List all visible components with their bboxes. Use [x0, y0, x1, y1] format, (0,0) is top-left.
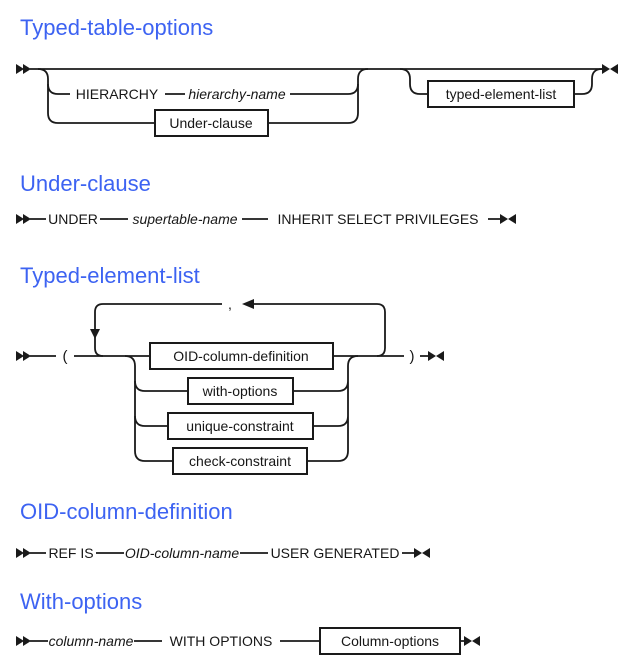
fragment-label-unique-constraint: unique-constraint	[186, 418, 294, 434]
branch-row-curve	[47, 83, 59, 95]
keyword-hierarchy: HIERARCHY	[76, 86, 159, 102]
diagram-start-icon	[16, 548, 24, 558]
heading-typed-element-list: Typed-element-list	[20, 263, 200, 288]
fragment-label-typed-element-list: typed-element-list	[446, 86, 557, 102]
railroad-diagram-typed-table-options: HIERARCHY hierarchy-name Under-clause ty…	[16, 64, 618, 137]
diagram-start-icon	[23, 548, 31, 558]
fragment-label-column-options: Column-options	[341, 633, 439, 649]
diagram-end-icon	[610, 64, 618, 74]
branch-down-line	[399, 68, 428, 95]
keyword-user-generated: USER GENERATED	[271, 545, 400, 561]
fragment-box-under-clause	[154, 109, 269, 137]
diagram-start-icon	[23, 214, 31, 224]
loop-right-line	[254, 303, 386, 357]
variable-supertable-name: supertable-name	[132, 211, 237, 227]
fragment-label-oid-column-definition: OID-column-definition	[173, 348, 308, 364]
diagram-start-icon	[16, 351, 24, 361]
keyword-inherit-select-privileges: INHERIT SELECT PRIVILEGES	[278, 211, 479, 227]
open-paren: (	[63, 348, 68, 365]
close-paren: )	[410, 348, 415, 365]
railroad-diagram-under-clause: UNDER supertable-name INHERIT SELECT PRI…	[16, 211, 516, 227]
fragment-label-with-options: with-options	[202, 383, 278, 399]
fragment-box-with-options	[187, 377, 294, 405]
loop-repeat-arrow-icon	[242, 299, 254, 309]
merge-row-curve	[347, 83, 359, 95]
heading-typed-table-options: Typed-table-options	[20, 15, 214, 40]
branch-down-line	[37, 68, 59, 124]
merge-up-line	[574, 68, 603, 95]
fragment-box-column-options	[319, 627, 461, 655]
diagram-end-icon	[436, 351, 444, 361]
keyword-with-options: WITH OPTIONS	[170, 633, 273, 649]
diagram-end-icon	[500, 214, 508, 224]
variable-hierarchy-name: hierarchy-name	[188, 86, 285, 102]
fragment-label-check-constraint: check-constraint	[189, 453, 291, 469]
diagram-end-icon	[428, 351, 436, 361]
keyword-ref-is: REF IS	[48, 545, 93, 561]
railroad-diagram-typed-element-list: ( , OID-column-definition with-options u…	[16, 296, 444, 475]
branch-down-line	[124, 355, 136, 451]
branch-row-curves	[134, 380, 146, 462]
loop-left-line	[94, 303, 222, 357]
diagram-end-icon	[464, 636, 472, 646]
diagram-start-icon	[23, 64, 31, 74]
railroad-diagram-oid-column-definition: REF IS OID-column-name USER GENERATED	[16, 545, 430, 561]
heading-with-options: With-options	[20, 589, 143, 614]
fragment-box-unique-constraint	[167, 412, 314, 440]
diagram-end-icon	[508, 214, 516, 224]
fragment-box-check-constraint	[172, 447, 308, 475]
railroad-diagram-with-options: column-name WITH OPTIONS Column-options	[16, 627, 480, 655]
diagram-start-icon	[16, 64, 24, 74]
merge-up-line	[347, 68, 369, 124]
heading-oid-column-definition: OID-column-definition	[20, 499, 233, 524]
fragment-label-under-clause: Under-clause	[169, 115, 252, 131]
diagram-start-icon	[16, 636, 24, 646]
diagram-end-icon	[414, 548, 422, 558]
variable-column-name: column-name	[49, 633, 134, 649]
loop-separator-comma: ,	[228, 296, 232, 312]
diagram-start-icon	[16, 214, 24, 224]
diagram-end-icon	[602, 64, 610, 74]
merge-up-lines	[337, 355, 359, 462]
loop-entry-arrow-icon	[90, 329, 100, 339]
diagram-start-icon	[23, 636, 31, 646]
diagram-end-icon	[422, 548, 430, 558]
heading-under-clause: Under-clause	[20, 171, 151, 196]
diagram-end-icon	[472, 636, 480, 646]
keyword-under: UNDER	[48, 211, 98, 227]
diagram-start-icon	[23, 351, 31, 361]
variable-oid-column-name: OID-column-name	[125, 545, 240, 561]
fragment-box-oid-column-definition	[149, 342, 334, 370]
